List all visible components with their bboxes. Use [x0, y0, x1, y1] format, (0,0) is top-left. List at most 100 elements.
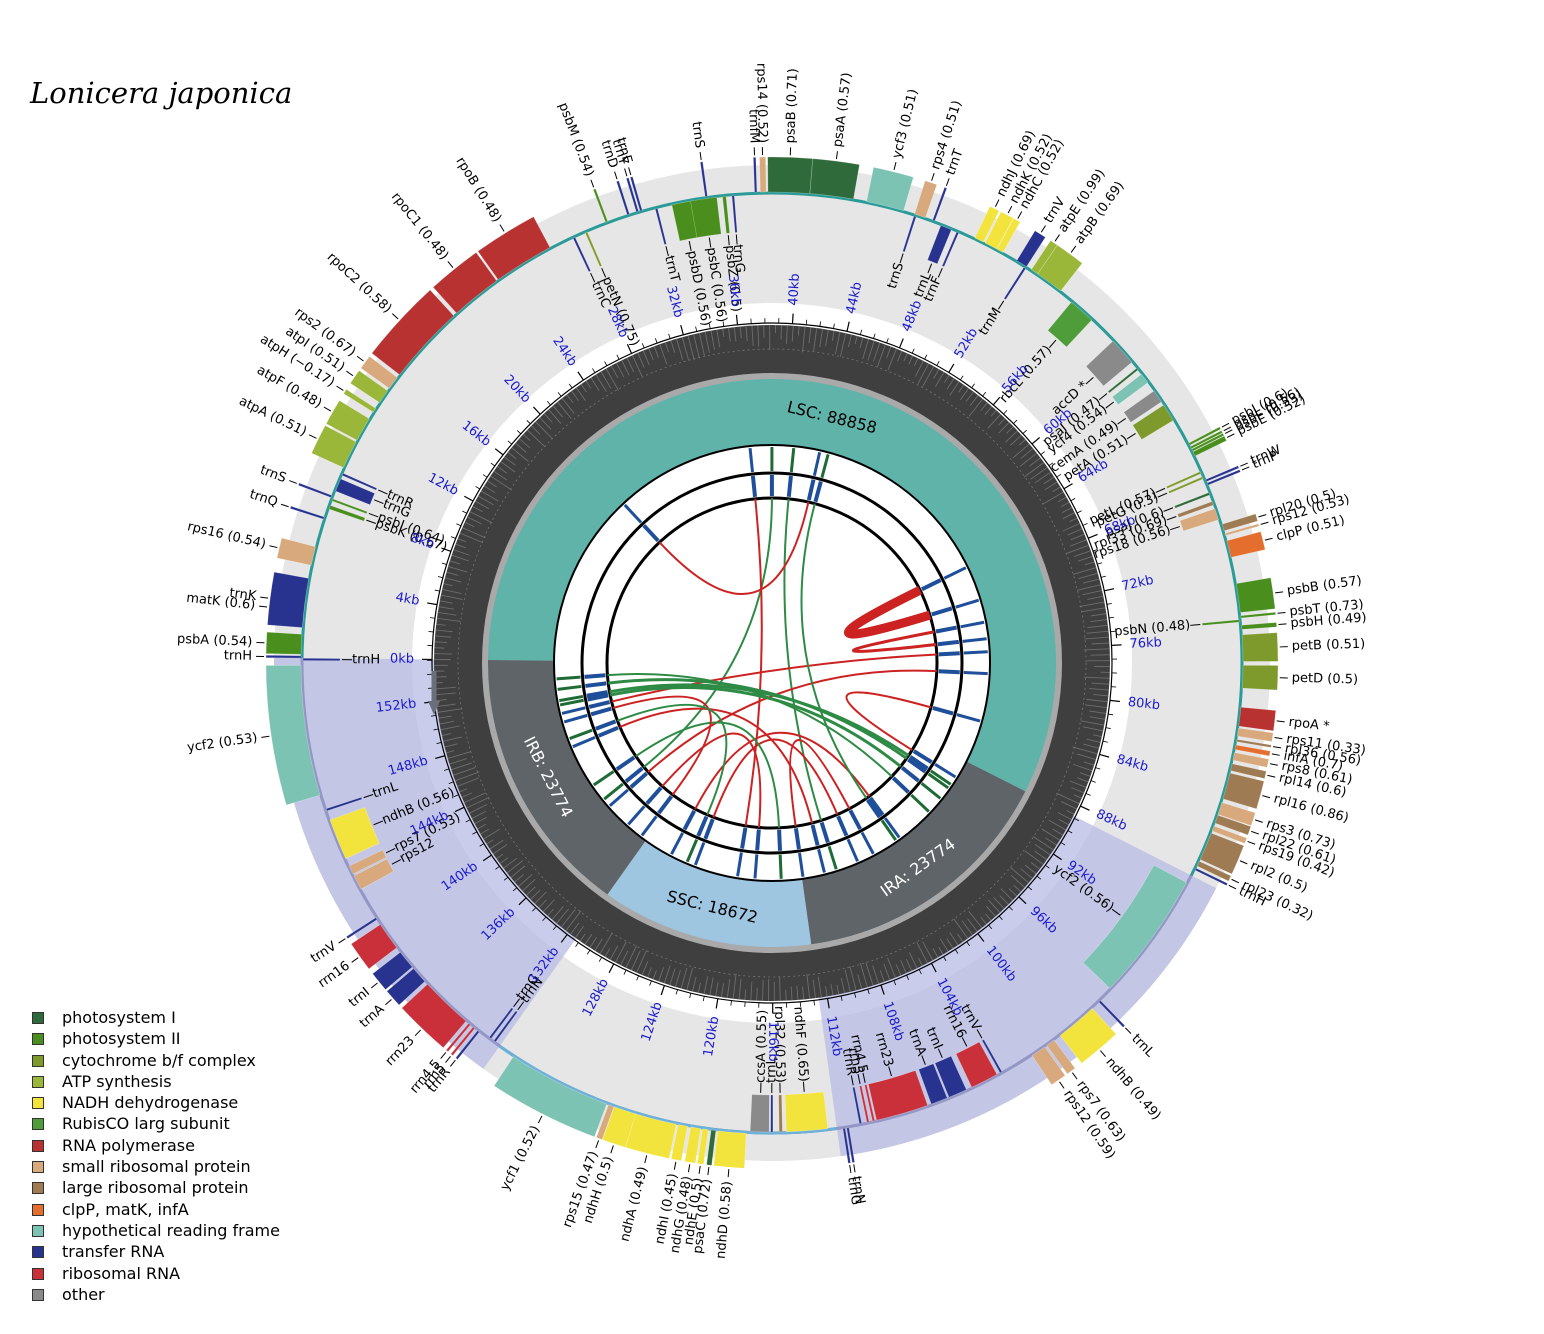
gc-bar [1010, 866, 1029, 884]
gene-label-leader [1221, 422, 1230, 428]
scale-tick [1111, 644, 1122, 646]
gc-bar [1074, 550, 1091, 557]
gene-label-leader [1040, 225, 1046, 233]
scale-tick [689, 993, 692, 999]
repeat-mark [934, 763, 957, 779]
gc-bar [610, 365, 619, 379]
scale-tick [715, 998, 719, 1009]
gene-label-leader [1275, 591, 1284, 594]
gc-bar [507, 451, 517, 460]
gene-block [341, 472, 378, 491]
gc-bar [967, 918, 978, 932]
gene-label-leader [1125, 1027, 1132, 1035]
repeat-mark [931, 606, 953, 617]
gene-label-leader [1260, 521, 1269, 525]
repeat-mark [891, 776, 910, 794]
scale-tick [1048, 462, 1054, 467]
gc-bar [722, 328, 725, 338]
gene-label-leader [614, 171, 618, 180]
gc-bar [444, 743, 458, 748]
gene-label-leader [1071, 1072, 1078, 1080]
gc-bar [440, 725, 460, 731]
repeat-mark [860, 831, 875, 855]
repeat-mark [592, 770, 615, 787]
repeat-mark [588, 700, 611, 709]
gc-bar [848, 334, 852, 347]
gc-bar [1091, 682, 1110, 685]
gene-label-leader [336, 385, 344, 391]
gc-bar [738, 978, 742, 1000]
gene-block [1082, 864, 1187, 989]
scale-tick-label: 44kb [844, 281, 866, 316]
gc-bar [464, 521, 475, 527]
gc-bar [946, 378, 955, 390]
gene-label-leader [1224, 429, 1233, 434]
repeat-link [609, 685, 902, 768]
scale-tick [873, 333, 876, 339]
gc-bar [585, 380, 592, 389]
gene-label-leader [937, 267, 943, 278]
repeat-mark [595, 719, 617, 731]
scale-tick-label: 72kb [1120, 573, 1155, 595]
legend-swatch [32, 1033, 44, 1046]
gc-bar [865, 962, 874, 986]
gene-block [1199, 832, 1245, 875]
repeat-mark [642, 524, 660, 543]
region-arc [488, 378, 1056, 792]
gc-bar [1071, 787, 1085, 794]
gc-bar [675, 970, 681, 988]
repeat-mark [956, 713, 981, 723]
gc-bar [733, 327, 737, 342]
repeat-mark [640, 815, 658, 837]
gene-label: trnV [308, 939, 339, 966]
repeat-link [658, 501, 810, 595]
gene-label: psbA (0.54) [177, 632, 253, 650]
gene-block [276, 537, 316, 566]
gc-bar [477, 495, 494, 506]
repeat-mark [813, 480, 823, 503]
gc-bar [539, 417, 552, 430]
scale-tick [854, 992, 857, 998]
gc-bar [535, 421, 553, 439]
repeat-mark [932, 705, 954, 716]
gc-bar [895, 964, 902, 976]
scale-tick [503, 876, 509, 881]
gc-bar [551, 905, 564, 920]
scale-tick [542, 916, 547, 921]
gene-label-leader [414, 1029, 422, 1037]
gene-label-leader [1247, 840, 1256, 845]
gene-block [1217, 802, 1256, 827]
gene-block [859, 1085, 870, 1123]
gc-bar [726, 979, 731, 999]
gc-bar [1089, 716, 1106, 720]
scale-tick [1027, 886, 1033, 891]
gc-bar [552, 405, 564, 418]
gc-bar [574, 925, 584, 939]
gene-label-leader [687, 1164, 691, 1173]
gc-bar [825, 329, 829, 347]
gc-bar [762, 980, 764, 1001]
gene-label-leader [708, 237, 712, 248]
gc-bar [496, 465, 508, 474]
gc-bar [744, 989, 747, 1000]
scale-tick [507, 440, 513, 445]
gc-bar [609, 945, 619, 960]
gc-bar [715, 982, 719, 997]
gene-label: rps14 (0.52) [753, 63, 769, 143]
scale-tick-label: 0kb [390, 651, 414, 666]
repeat-link [800, 503, 868, 799]
repeat-link [617, 703, 728, 816]
repeat-link [783, 498, 823, 821]
repeat-mark [748, 447, 754, 473]
repeat-link [661, 732, 762, 828]
gc-bar [1086, 738, 1101, 743]
legend-label: hypothetical reading frame [62, 1220, 280, 1240]
gene-label-leader [537, 1115, 543, 1124]
gene-block [297, 482, 333, 498]
scale-tick-label: 36kb [725, 274, 743, 308]
scale-tick [840, 995, 843, 1001]
repeat-link [744, 498, 763, 827]
gene-label-leader [1240, 462, 1248, 467]
gc-bar [514, 874, 524, 883]
repeat-mark [569, 728, 593, 740]
